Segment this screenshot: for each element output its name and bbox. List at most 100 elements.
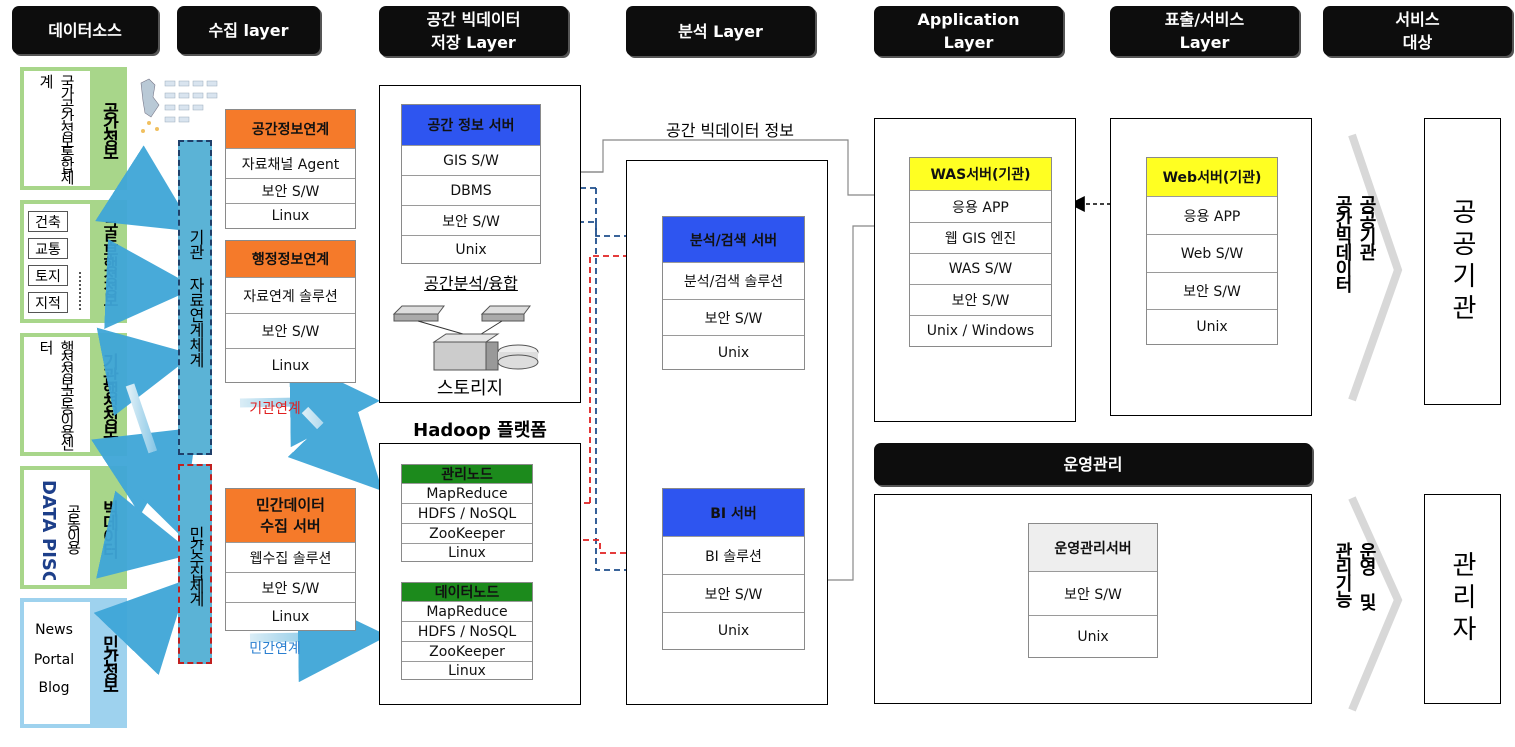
search-server-row: 보안 S/W xyxy=(663,299,804,335)
data-node-row: ZooKeeper xyxy=(402,641,532,661)
svg-text:PISC: PISC xyxy=(38,538,56,580)
bi-server: BI 서버 BI 솔루션 보안 S/W Unix xyxy=(662,488,805,650)
admin-label: 관리자 xyxy=(1447,551,1477,647)
ops-server: 운영관리서버 보안 S/W Unix xyxy=(1028,523,1158,658)
thumbnail-map-image xyxy=(135,73,235,139)
spatial-info-title: 공간 정보 서버 xyxy=(402,105,540,145)
bi-server-row: Unix xyxy=(663,612,804,649)
web-server: Web서버(기관) 응용 APP Web S/W 보안 S/W Unix xyxy=(1146,157,1278,345)
manage-node: 관리노드 MapReduce HDFS / NoSQL ZooKeeper Li… xyxy=(401,464,533,562)
admin-flow-label: 운영 및 관리기능 xyxy=(1332,542,1377,609)
admin-link-row: 보안 S/W xyxy=(226,313,355,348)
flow-label: 공간 빅데이터 정보 xyxy=(666,121,794,140)
manage-node-row: MapReduce xyxy=(402,483,532,503)
source-spatial-desc: 국가공간정보통합체계 xyxy=(37,73,76,182)
header-service-target: 서비스 대상 xyxy=(1323,6,1512,56)
was-server-row: WAS S/W xyxy=(910,253,1051,284)
web-server-row: Unix xyxy=(1147,309,1277,344)
private-item-portal: Portal xyxy=(33,652,75,668)
search-server: 분석/검색 서버 분석/검색 솔루션 보안 S/W Unix xyxy=(662,216,805,370)
web-server-title: Web서버(기관) xyxy=(1147,158,1277,196)
bi-server-title: BI 서버 xyxy=(663,489,804,536)
bi-server-row: 보안 S/W xyxy=(663,574,804,612)
data-node-row: Linux xyxy=(402,661,532,679)
was-server-title: WAS서버(기관) xyxy=(910,158,1051,190)
spatial-info-row: 보안 S/W xyxy=(402,205,540,235)
storage-label: 스토리지 xyxy=(436,378,504,399)
private-collect-system-bar: 민간수집체계 xyxy=(178,464,212,664)
molit-item-building: 건축 xyxy=(28,211,68,232)
header-collect-layer: 수집 layer xyxy=(177,6,320,54)
search-server-row: 분석/검색 솔루션 xyxy=(663,262,804,299)
header-storage-layer: 공간 빅데이터 저장 Layer xyxy=(379,6,568,56)
spatial-info-row: GIS S/W xyxy=(402,145,540,175)
molit-item-land: 토지 xyxy=(28,265,68,286)
spatial-link-server: 공간정보연계 자료채널 Agent 보안 S/W Linux xyxy=(225,109,356,229)
admin-link-row: Linux xyxy=(226,348,355,382)
web-server-row: 보안 S/W xyxy=(1147,272,1277,309)
ops-server-row: Unix xyxy=(1029,615,1157,657)
data-node-row: MapReduce xyxy=(402,601,532,621)
spatial-link-row: 보안 S/W xyxy=(226,178,355,203)
admin-link-title: 행정정보연계 xyxy=(226,241,355,277)
public-flow-label: 공공기관 공간빅데이터 xyxy=(1332,195,1377,291)
header-analysis-layer: 분석 Layer xyxy=(626,6,815,56)
manage-node-title: 관리노드 xyxy=(402,465,532,483)
admin-link-server: 행정정보연계 자료연계 솔루션 보안 S/W Linux xyxy=(225,240,356,383)
hadoop-title: Hadoop 플랫폼 xyxy=(413,420,547,441)
public-agency-box: 공공기관 xyxy=(1424,118,1501,405)
private-collect-system-label: 민간수집체계 xyxy=(186,526,205,604)
header-display-layer: 표출/서비스 Layer xyxy=(1110,6,1299,56)
header-application-layer: Application Layer xyxy=(874,6,1063,56)
agency-link-label: 기관연계 xyxy=(249,401,301,417)
source-spatial-category: 공간정보 xyxy=(98,102,119,158)
ops-server-row: 보안 S/W xyxy=(1029,571,1157,615)
header-data-source: 데이터소스 xyxy=(12,6,158,54)
search-server-row: Unix xyxy=(663,335,804,369)
manage-node-row: ZooKeeper xyxy=(402,523,532,543)
more-dots-icon xyxy=(79,272,81,310)
agency-link-system-label: 기관 자료연계체계 xyxy=(186,229,205,367)
private-server-row: 웹수집 솔루션 xyxy=(226,542,355,572)
private-server-title: 민간데이터 수집 서버 xyxy=(226,489,355,542)
spatial-info-row: DBMS xyxy=(402,175,540,205)
ops-server-title: 운영관리서버 xyxy=(1029,524,1157,571)
source-agency-desc: 행정정보공동이용센터 xyxy=(37,339,76,448)
was-server: WAS서버(기관) 응용 APP 웹 GIS 엔진 WAS S/W 보안 S/W… xyxy=(909,157,1052,347)
was-server-row: Unix / Windows xyxy=(910,315,1051,346)
search-server-title: 분석/검색 서버 xyxy=(663,217,804,262)
data-node-row: HDFS / NoSQL xyxy=(402,621,532,641)
was-server-row: 응용 APP xyxy=(910,190,1051,222)
bi-server-row: BI 솔루션 xyxy=(663,536,804,574)
spatial-info-server: 공간 정보 서버 GIS S/W DBMS 보안 S/W Unix xyxy=(401,104,541,264)
private-server-row: Linux xyxy=(226,602,355,630)
was-server-row: 웹 GIS 엔진 xyxy=(910,222,1051,253)
svg-text:DATA: DATA xyxy=(38,480,56,532)
ops-header: 운영관리 xyxy=(874,443,1312,485)
spatial-info-row: Unix xyxy=(402,235,540,263)
private-server-row: 보안 S/W xyxy=(226,572,355,602)
public-agency-label: 공공기관 xyxy=(1447,197,1477,326)
manage-node-row: HDFS / NoSQL xyxy=(402,503,532,523)
data-logo-icon: DATA PISC xyxy=(30,476,59,584)
spatial-link-title: 공간정보연계 xyxy=(226,110,355,148)
spatial-link-row: Linux xyxy=(226,203,355,228)
fusion-label: 공간분석/융합 xyxy=(424,274,518,293)
spatial-link-row: 자료채널 Agent xyxy=(226,148,355,178)
admin-box: 관리자 xyxy=(1424,494,1501,704)
private-link-label: 민간연계 xyxy=(249,641,301,657)
web-server-row: Web S/W xyxy=(1147,234,1277,272)
web-server-row: 응용 APP xyxy=(1147,196,1277,234)
manage-node-row: Linux xyxy=(402,543,532,561)
agency-link-system-bar: 기관 자료연계체계 xyxy=(178,140,212,455)
private-item-blog: Blog xyxy=(38,680,70,696)
was-server-row: 보안 S/W xyxy=(910,284,1051,315)
source-bigdata-desc: 공동이용 xyxy=(64,504,83,552)
admin-link-row: 자료연계 솔루션 xyxy=(226,277,355,313)
data-node: 데이터노드 MapReduce HDFS / NoSQL ZooKeeper L… xyxy=(401,582,533,680)
molit-item-cadastre: 지적 xyxy=(28,292,68,313)
network-storage-icon xyxy=(390,294,570,374)
private-collect-server: 민간데이터 수집 서버 웹수집 솔루션 보안 S/W Linux xyxy=(225,488,356,631)
private-item-news: News xyxy=(35,622,73,638)
